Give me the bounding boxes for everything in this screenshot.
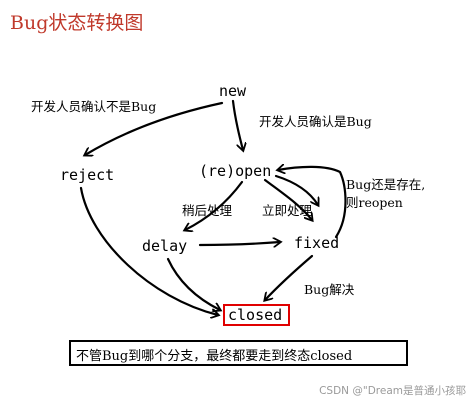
label-immediately: 立即处理 (262, 203, 313, 218)
arrow-reopen-to-fixed-b (274, 174, 318, 205)
watermark: CSDN @"Dream是普通小孩耶 (319, 385, 466, 397)
arrow-reopen-to-delay (185, 180, 244, 230)
arrow-reject-to-closed (79, 186, 218, 315)
label-still-exists: Bug还是存在, (346, 177, 426, 192)
label-is-bug: 开发人员确认是Bug (259, 114, 372, 129)
label-bug-resolved: Bug解决 (304, 282, 355, 297)
closed-highlight-box (223, 304, 290, 326)
arrow-fixed-to-closed (265, 254, 314, 300)
node-delay: delay (142, 237, 188, 255)
arrow-fixed-to-reopen (278, 167, 347, 239)
note-box (69, 340, 408, 366)
node-new: new (219, 82, 247, 100)
node-reopen: (re)open (199, 162, 272, 180)
node-closed: closed (228, 306, 283, 324)
node-reject: reject (60, 166, 115, 184)
node-fixed: fixed (294, 234, 340, 252)
arrow-delay-to-fixed (198, 242, 280, 245)
label-then-reopen: 则reopen (346, 195, 403, 210)
note-text: 不管Bug到哪个分支，最终都要走到终态closed (76, 349, 353, 364)
arrow-delay-to-closed (166, 257, 220, 310)
label-not-bug: 开发人员确认不是Bug (31, 99, 157, 114)
diagram-title: Bug状态转换图 (10, 12, 144, 34)
arrow-reopen-to-fixed-a (263, 178, 312, 220)
arrow-new-to-reject (85, 101, 224, 155)
arrow-new-to-reopen (231, 99, 243, 150)
label-later: 稍后处理 (182, 203, 233, 218)
